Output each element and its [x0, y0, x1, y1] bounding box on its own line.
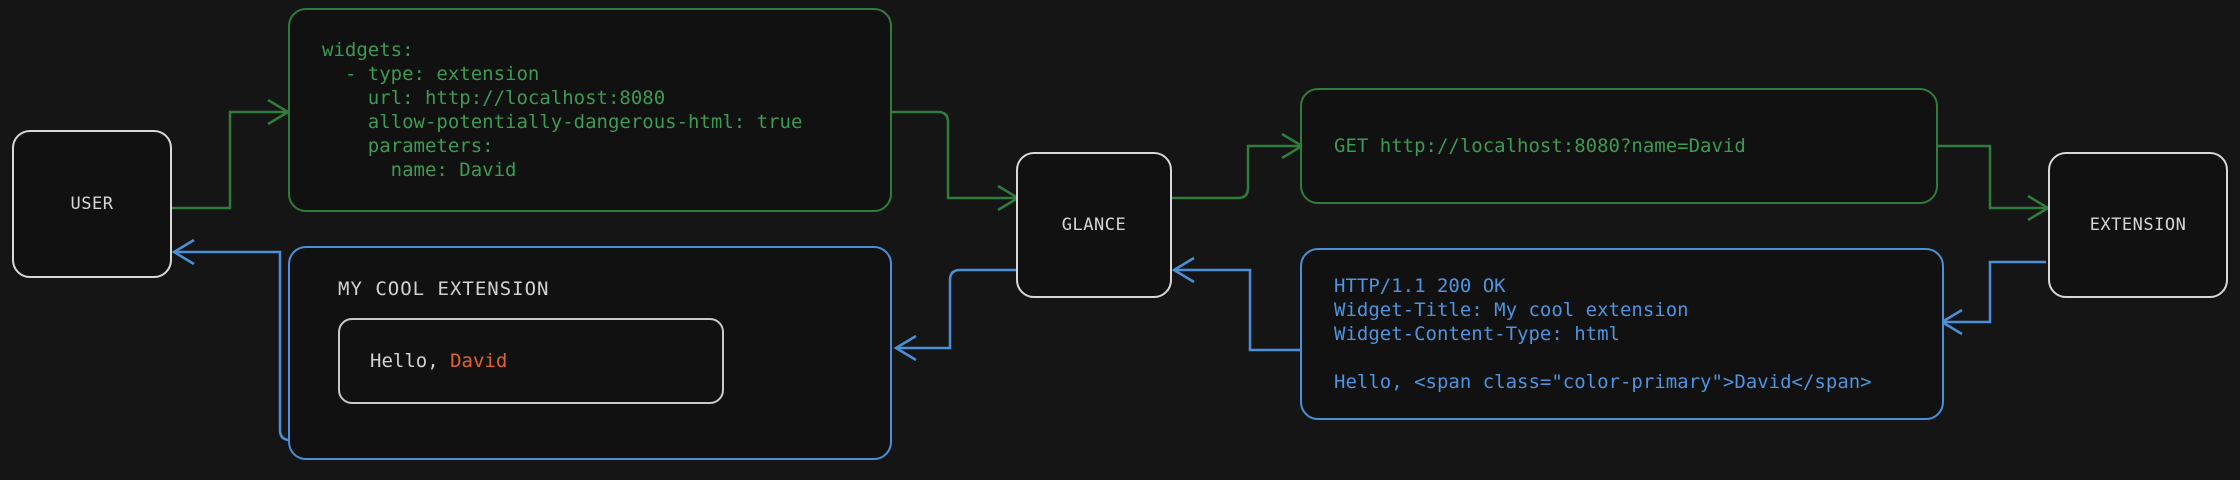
http-response-text: HTTP/1.1 200 OK Widget-Title: My cool ex…: [1334, 275, 1872, 393]
node-glance[interactable]: GLANCE: [1016, 152, 1172, 298]
node-glance-label: GLANCE: [1061, 215, 1127, 235]
connector-request-to-extension: [1938, 144, 2051, 222]
message-config-yaml: widgets: - type: extension url: http://l…: [288, 8, 892, 212]
rendered-widget-name: David: [450, 350, 508, 372]
rendered-widget-body: Hello, David: [338, 318, 724, 404]
connector-widget-to-user: [171, 238, 291, 442]
http-request-text: GET http://localhost:8080?name=David: [1334, 135, 1746, 157]
rendered-widget-title: MY COOL EXTENSION: [338, 278, 550, 300]
connector-glance-to-widget: [893, 268, 1016, 362]
message-http-response: HTTP/1.1 200 OK Widget-Title: My cool ex…: [1300, 248, 1944, 420]
connector-user-to-config: [172, 98, 291, 210]
message-http-request: GET http://localhost:8080?name=David: [1300, 88, 1938, 204]
rendered-widget-card: MY COOL EXTENSION Hello, David: [288, 246, 892, 460]
node-extension[interactable]: EXTENSION: [2048, 152, 2228, 298]
connector-response-to-glance: [1171, 256, 1300, 352]
connector-glance-to-request: [1172, 132, 1305, 200]
node-extension-label: EXTENSION: [2089, 215, 2187, 235]
rendered-widget-greeting: Hello,: [370, 350, 451, 372]
config-yaml-text: widgets: - type: extension url: http://l…: [322, 39, 803, 181]
node-user[interactable]: USER: [12, 130, 172, 278]
node-user-label: USER: [70, 194, 114, 214]
connector-config-to-glance: [892, 110, 1021, 212]
connector-extension-to-response: [1939, 260, 2046, 336]
